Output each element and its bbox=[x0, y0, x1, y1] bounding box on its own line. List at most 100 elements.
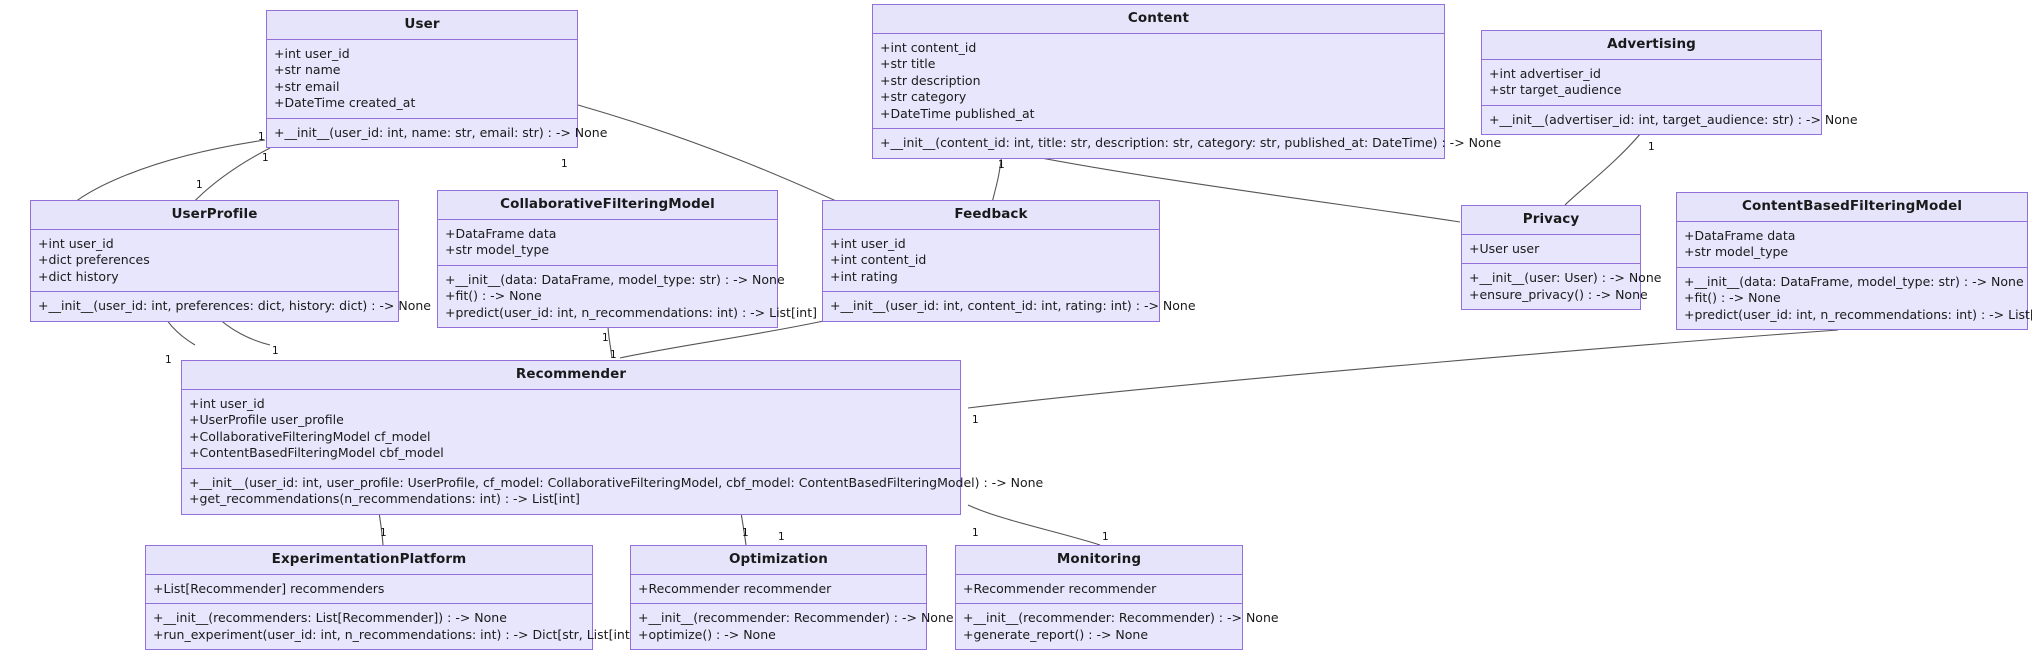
class-box-content[interactable]: Content +int content_id +str title +str … bbox=[872, 4, 1502, 159]
class-title: UserProfile bbox=[31, 201, 398, 230]
attribute-row: +str title bbox=[880, 56, 936, 71]
multiplicity-label: 1 bbox=[380, 527, 387, 539]
class-box-userprofile[interactable]: UserProfile +int user_id +dict preferenc… bbox=[30, 200, 431, 322]
attribute-row: +int content_id bbox=[830, 252, 927, 267]
multiplicity-label: 1 bbox=[998, 159, 1005, 171]
multiplicity-label: 1 bbox=[561, 158, 568, 170]
multiplicity-label: 1 bbox=[1648, 141, 1655, 153]
method-row: +optimize() : -> None bbox=[638, 626, 776, 642]
method-row: +get_recommendations(n_recommendations: … bbox=[189, 491, 580, 506]
attribute-row: +str target_audience bbox=[1489, 82, 1622, 97]
class-title: Content bbox=[873, 5, 1444, 34]
class-title: Monitoring bbox=[956, 546, 1242, 575]
method-row: +__init__(user_id: int, user_profile: Us… bbox=[189, 474, 1044, 490]
attribute-row: +DateTime published_at bbox=[880, 105, 1035, 121]
method-row: +fit() : -> None bbox=[445, 288, 542, 303]
multiplicity-label: 1 bbox=[610, 349, 617, 361]
class-box-contentbasedfilteringmodel[interactable]: ContentBasedFilteringModel +DataFrame da… bbox=[1676, 192, 2032, 330]
class-title: Advertising bbox=[1482, 31, 1821, 60]
attribute-row: +str description bbox=[880, 72, 981, 88]
method-row: +__init__(user_id: int, preferences: dic… bbox=[38, 298, 431, 313]
attribute-row: +CollaborativeFilteringModel cf_model bbox=[189, 428, 431, 444]
attribute-row: +str email bbox=[274, 78, 340, 94]
method-row: +__init__(user_id: int, content_id: int,… bbox=[830, 298, 1196, 313]
class-methods: +__init__(content_id: int, title: str, d… bbox=[873, 129, 1502, 158]
class-title: Recommender bbox=[182, 361, 960, 390]
method-row: +__init__(advertiser_id: int, target_aud… bbox=[1489, 111, 1858, 127]
method-row: +__init__(recommender: Recommender) : ->… bbox=[963, 610, 1279, 625]
method-row: +__init__(content_id: int, title: str, d… bbox=[880, 135, 1502, 150]
class-methods: +__init__(user_id: int, preferences: dic… bbox=[31, 292, 431, 321]
method-row: +__init__(recommenders: List[Recommender… bbox=[153, 610, 507, 625]
class-title: Feedback bbox=[823, 201, 1159, 230]
class-methods: +__init__(user: User) : -> None +ensure_… bbox=[1462, 264, 1662, 309]
method-row: +__init__(data: DataFrame, model_type: s… bbox=[445, 271, 785, 287]
attribute-row: +dict history bbox=[38, 268, 119, 284]
class-box-user[interactable]: User +int user_id +str name +str email +… bbox=[266, 10, 607, 148]
class-methods: +__init__(user_id: int, user_profile: Us… bbox=[182, 468, 1044, 514]
multiplicity-label: 1 bbox=[778, 531, 785, 543]
class-attributes: +Recommender recommender bbox=[631, 574, 926, 604]
attribute-row: +int user_id bbox=[38, 235, 114, 251]
multiplicity-label: 1 bbox=[602, 332, 609, 344]
class-methods: +__init__(user_id: int, name: str, email… bbox=[267, 118, 607, 147]
class-title: Optimization bbox=[631, 546, 926, 575]
class-attributes: +int advertiser_id +str target_audience bbox=[1482, 59, 1821, 106]
attribute-row: +DataFrame data bbox=[445, 225, 557, 241]
method-row: +__init__(user: User) : -> None bbox=[1469, 270, 1662, 285]
attribute-row: +int rating bbox=[830, 268, 898, 284]
class-box-privacy[interactable]: Privacy +User user +__init__(user: User)… bbox=[1461, 205, 1662, 310]
method-row: +__init__(recommender: Recommender) : ->… bbox=[638, 610, 954, 625]
class-title: ExperimentationPlatform bbox=[146, 546, 592, 575]
class-title: Privacy bbox=[1462, 206, 1640, 235]
edge-advertising-privacy bbox=[1564, 127, 1646, 206]
class-methods: +__init__(recommender: Recommender) : ->… bbox=[631, 604, 954, 649]
multiplicity-label: 1 bbox=[972, 527, 979, 539]
attribute-row: +str category bbox=[880, 89, 967, 104]
class-attributes: +Recommender recommender bbox=[956, 574, 1242, 604]
class-attributes: +int user_id +dict preferences +dict his… bbox=[31, 229, 398, 292]
multiplicity-label: 1 bbox=[972, 414, 979, 426]
multiplicity-label: 1 bbox=[262, 152, 269, 164]
class-box-feedback[interactable]: Feedback +int user_id +int content_id +i… bbox=[822, 200, 1196, 322]
class-attributes: +int user_id +str name +str email +DateT… bbox=[267, 39, 577, 119]
class-box-collaborativefilteringmodel[interactable]: CollaborativeFilteringModel +DataFrame d… bbox=[437, 190, 818, 328]
method-row: +ensure_privacy() : -> None bbox=[1469, 286, 1648, 302]
class-methods: +__init__(data: DataFrame, model_type: s… bbox=[1677, 267, 2032, 329]
class-title: User bbox=[267, 11, 577, 40]
attribute-row: +Recommender recommender bbox=[638, 580, 832, 596]
edge-recommender-monitoring bbox=[967, 504, 1101, 546]
attribute-row: +str name bbox=[274, 62, 341, 77]
attribute-row: +str model_type bbox=[445, 242, 550, 257]
method-row: +predict(user_id: int, n_recommendations… bbox=[1684, 306, 2032, 322]
class-box-experimentationplatform[interactable]: ExperimentationPlatform +List[Recommende… bbox=[145, 545, 640, 650]
attribute-row: +Recommender recommender bbox=[963, 580, 1157, 596]
class-methods: +__init__(recommender: Recommender) : ->… bbox=[956, 604, 1279, 649]
multiplicity-label: 1 bbox=[196, 179, 203, 191]
class-box-monitoring[interactable]: Monitoring +Recommender recommender +__i… bbox=[955, 545, 1279, 650]
class-box-recommender[interactable]: Recommender +int user_id +UserProfile us… bbox=[181, 360, 1044, 515]
class-box-optimization[interactable]: Optimization +Recommender recommender +_… bbox=[630, 545, 954, 650]
multiplicity-label: 1 bbox=[258, 131, 265, 143]
attribute-row: +dict preferences bbox=[38, 252, 150, 267]
edge-cbf-recommender bbox=[967, 329, 1839, 409]
attribute-row: +DataFrame data bbox=[1684, 227, 1796, 243]
method-row: +predict(user_id: int, n_recommendations… bbox=[445, 304, 818, 320]
class-attributes: +int user_id +UserProfile user_profile +… bbox=[182, 389, 960, 469]
method-row: +fit() : -> None bbox=[1684, 290, 1781, 305]
class-title: CollaborativeFilteringModel bbox=[438, 191, 777, 220]
class-title: ContentBasedFilteringModel bbox=[1677, 193, 2027, 222]
method-row: +run_experiment(user_id: int, n_recommen… bbox=[153, 626, 640, 642]
class-attributes: +DataFrame data +str model_type bbox=[1677, 221, 2027, 268]
class-attributes: +int user_id +int content_id +int rating bbox=[823, 229, 1159, 292]
attribute-row: +int user_id bbox=[189, 395, 265, 411]
multiplicity-label: 1 bbox=[742, 527, 749, 539]
class-attributes: +DataFrame data +str model_type bbox=[438, 219, 777, 266]
class-methods: +__init__(recommenders: List[Recommender… bbox=[146, 604, 640, 649]
class-attributes: +List[Recommender] recommenders bbox=[146, 574, 592, 604]
multiplicity-label: 1 bbox=[272, 345, 279, 357]
method-row: +__init__(data: DataFrame, model_type: s… bbox=[1684, 273, 2024, 289]
class-methods: +__init__(advertiser_id: int, target_aud… bbox=[1482, 105, 1858, 134]
class-box-advertising[interactable]: Advertising +int advertiser_id +str targ… bbox=[1481, 30, 1858, 135]
